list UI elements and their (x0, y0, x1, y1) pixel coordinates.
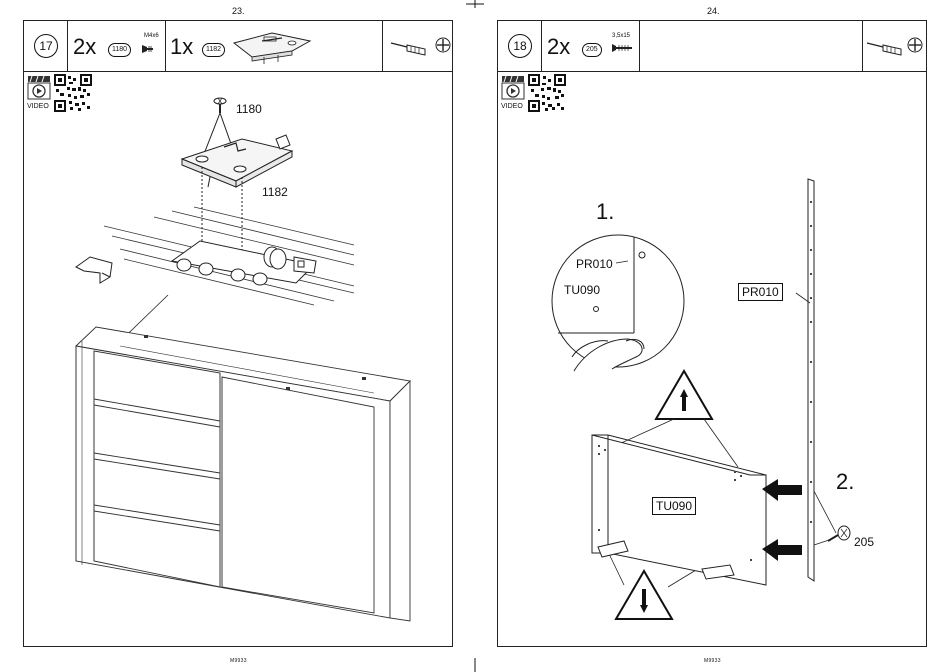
assembly-drawing (498, 21, 928, 648)
screw-205-drawing (828, 526, 850, 541)
detail-label-pr010: PR010 (576, 257, 613, 271)
panel-label-tu090: TU090 (652, 497, 696, 515)
footer-code-left: M9933 (230, 658, 247, 664)
callout-205: 205 (854, 535, 874, 549)
wardrobe-drawing (24, 21, 454, 648)
detail-label-tu090: TU090 (564, 283, 600, 297)
right-instruction-page: 18 2x 205 3,5x15 (497, 20, 927, 647)
panel-label-pr010: PR010 (738, 283, 783, 301)
footer-code-right: M9933 (704, 658, 721, 664)
left-instruction-page: 17 2x 1180 M4x6 1x 1182 (23, 20, 453, 647)
